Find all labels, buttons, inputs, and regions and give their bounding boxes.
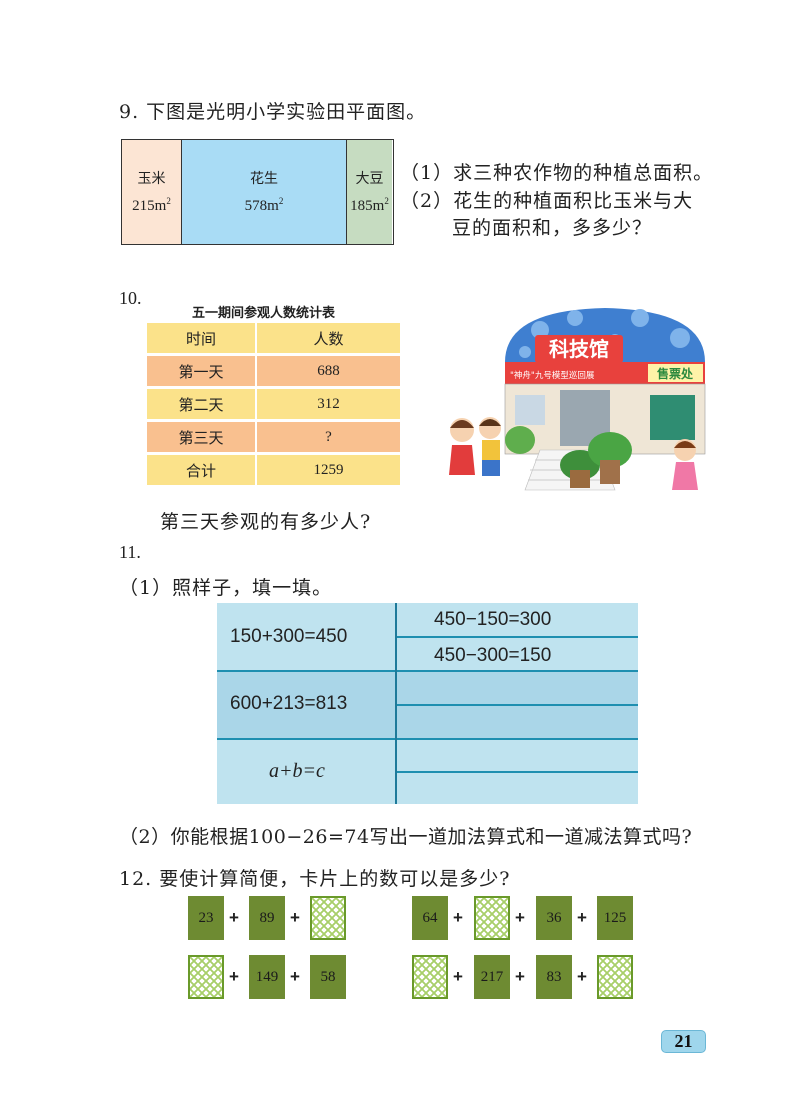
plot-peanut-area: 578m2 — [244, 195, 284, 214]
plus-sign: + — [290, 967, 300, 986]
row-day: 第二天 — [147, 389, 257, 419]
museum-sign: 科技馆 — [549, 337, 609, 361]
blank-card[interactable] — [188, 955, 224, 999]
blank-card[interactable] — [597, 955, 633, 999]
table-row: 合计 1259 — [147, 455, 400, 485]
q9-sub1: （1）求三种农作物的种植总面积。 — [400, 162, 714, 184]
table-row: 第一天 688 — [147, 356, 400, 386]
q11-part1: （1）照样子，填一填。 — [119, 577, 333, 599]
equation-table: 150+300=450 600+213=813 a+b=c 450−150=30… — [217, 603, 638, 804]
number-card: 58 — [310, 955, 346, 999]
eq-left-3: a+b=c — [269, 760, 325, 782]
q10-question: 第三天参观的有多少人? — [160, 511, 372, 533]
plus-sign: + — [515, 967, 525, 986]
plot-corn-area: 215m2 — [132, 195, 171, 214]
plus-sign: + — [577, 908, 587, 927]
plot-soybean: 大豆 185m2 — [347, 140, 392, 244]
eq-right-1: 450−150=300 — [434, 609, 552, 630]
plus-sign: + — [453, 967, 463, 986]
blank-card[interactable] — [412, 955, 448, 999]
plot-corn: 玉米 215m2 — [122, 140, 182, 244]
plus-sign: + — [229, 908, 239, 927]
table-header-row: 时间 人数 — [147, 323, 400, 353]
header-time: 时间 — [147, 323, 257, 353]
q12-title: 12. 要使计算简便，卡片上的数可以是多少? — [119, 868, 511, 890]
museum-banner: "神舟"九号模型巡回展 — [510, 370, 595, 381]
row-count: 688 — [257, 356, 400, 386]
ticket-sign: 售票处 — [657, 366, 694, 381]
blank-card[interactable] — [310, 896, 346, 940]
q9-title: 9. 下图是光明小学实验田平面图。 — [119, 101, 427, 123]
plus-sign: + — [229, 967, 239, 986]
page-number: 21 — [661, 1030, 706, 1053]
row-day: 第一天 — [147, 356, 257, 386]
number-card: 83 — [536, 955, 572, 999]
plus-sign: + — [515, 908, 525, 927]
answer-line — [397, 704, 638, 706]
row-count: ? — [257, 422, 400, 452]
plus-sign: + — [290, 908, 300, 927]
row-count: 312 — [257, 389, 400, 419]
plot-soybean-name: 大豆 — [355, 170, 384, 187]
eq-right-2: 450−300=150 — [434, 645, 552, 666]
q9-sub2b: 豆的面积和，多多少？ — [452, 217, 653, 239]
row-count: 1259 — [257, 455, 400, 485]
table-row: 第三天 ? — [147, 422, 400, 452]
header-count: 人数 — [257, 323, 400, 353]
row-day: 第三天 — [147, 422, 257, 452]
plot-corn-name: 玉米 — [137, 170, 166, 187]
visitor-table: 时间 人数 第一天 688 第二天 312 第三天 ? 合计 1259 — [147, 320, 400, 488]
number-card: 125 — [597, 896, 633, 940]
plot-soybean-area: 185m2 — [350, 195, 389, 214]
plot-peanut-name: 花生 — [250, 170, 278, 187]
number-card: 64 — [412, 896, 448, 940]
divider-line — [217, 738, 638, 740]
number-card: 217 — [474, 955, 510, 999]
blank-card[interactable] — [474, 896, 510, 940]
number-card: 36 — [536, 896, 572, 940]
divider-line — [217, 670, 638, 672]
row-day: 合计 — [147, 455, 257, 485]
number-card: 89 — [249, 896, 285, 940]
number-card: 23 — [188, 896, 224, 940]
table-row: 第二天 312 — [147, 389, 400, 419]
q10-number: 10. — [119, 288, 142, 308]
q10-table-title: 五一期间参观人数统计表 — [192, 305, 336, 320]
eq-left-2: 600+213=813 — [230, 693, 348, 714]
answer-line — [397, 771, 638, 773]
plus-sign: + — [577, 967, 587, 986]
column-divider — [395, 603, 397, 804]
number-card: 149 — [249, 955, 285, 999]
eq-left-1: 150+300=450 — [230, 626, 348, 647]
science-museum-illustration: 科技馆 "神舟"九号模型巡回展 售票处 — [449, 308, 706, 491]
answer-line — [397, 636, 638, 638]
field-plan: 玉米 215m2 花生 578m2 大豆 185m2 — [121, 139, 394, 245]
plot-peanut: 花生 578m2 — [182, 140, 347, 244]
plus-sign: + — [453, 908, 463, 927]
q9-sub2a: （2）花生的种植面积比玉米与大 — [400, 190, 694, 212]
q11-number: 11. — [119, 542, 141, 562]
q11-part2: （2）你能根据100−26=74写出一道加法算式和一道减法算式吗? — [119, 826, 693, 848]
